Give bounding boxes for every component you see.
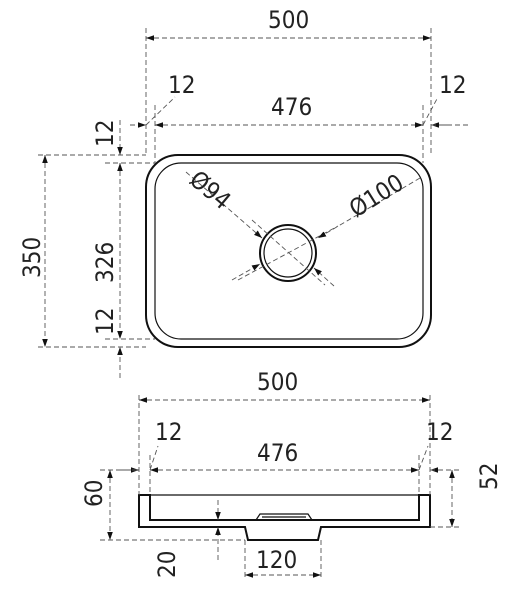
drain-outer-circle [259, 224, 317, 282]
overall-width-label: 500 [268, 6, 309, 34]
top-view: Ø94 Ø100 500 476 12 12 350 [18, 6, 470, 378]
bottom-wall-label: 12 [91, 308, 119, 335]
overall-depth-label: 350 [18, 237, 46, 278]
basin-outer-outline [145, 154, 432, 348]
dia100-leader [317, 177, 421, 239]
basin-height-label: 52 [475, 463, 503, 490]
dim-12-right-leader [422, 96, 439, 126]
top-wall-label: 12 [91, 120, 119, 147]
drain-depth-label: 20 [153, 551, 181, 578]
side-left-wall-label: 12 [155, 418, 182, 446]
side-right-wall-label: 12 [426, 418, 453, 446]
dim-12-left-leader [145, 96, 176, 126]
inner-width-label: 476 [271, 93, 312, 121]
side-inner-width-label: 476 [257, 439, 298, 467]
drain-inner-circle [263, 228, 313, 278]
drain-centerline-b [251, 219, 326, 286]
drain-width-label: 120 [256, 546, 297, 574]
side-overall-width-label: 500 [257, 368, 298, 396]
drain-flange [255, 513, 313, 521]
dim-12-side-left-leader [149, 445, 159, 471]
inner-depth-label: 326 [91, 242, 119, 283]
total-height-label: 60 [80, 480, 108, 507]
dim-12-side-right-leader [418, 445, 429, 471]
dia94-leader-far [313, 267, 335, 287]
dia94-leader [185, 171, 263, 239]
drain-inner-diameter-label: Ø94 [184, 165, 236, 215]
basin-inner-outline [154, 162, 424, 340]
left-wall-label: 12 [168, 71, 195, 99]
dia100-leader-far [231, 263, 261, 281]
right-wall-label: 12 [439, 71, 466, 99]
drain-centerline-a [237, 225, 339, 281]
drain-outer-diameter-label: Ø100 [344, 168, 408, 223]
side-view: 500 476 12 12 60 52 20 120 [80, 368, 503, 578]
